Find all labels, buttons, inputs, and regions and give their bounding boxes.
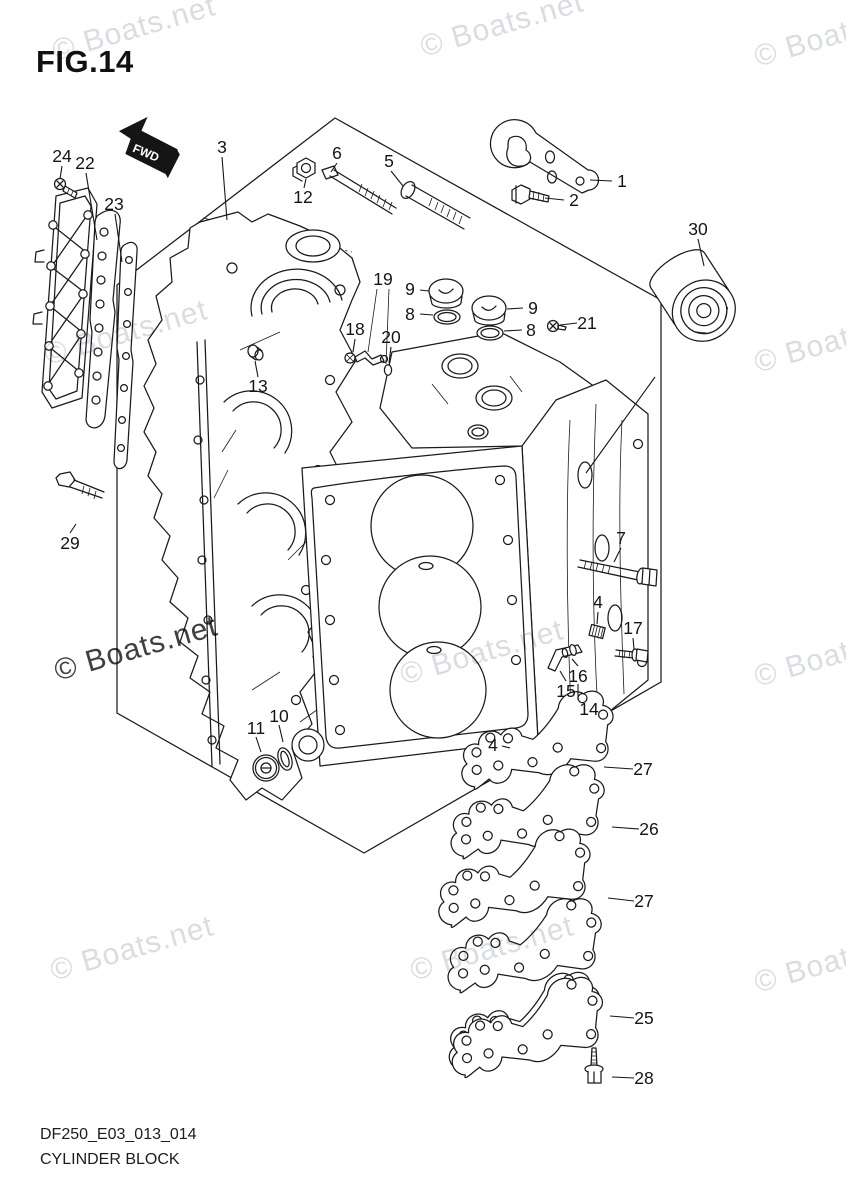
callout-9: 9 — [528, 298, 538, 318]
callout-25: 25 — [634, 1008, 653, 1028]
cylinder-bore — [389, 641, 487, 739]
oil-filter-30 — [649, 249, 736, 342]
cap-9-left — [428, 278, 464, 309]
callout-9: 9 — [405, 279, 415, 299]
stud-6 — [321, 165, 397, 215]
oring-8-right — [476, 325, 504, 341]
callout-4: 4 — [488, 735, 498, 755]
callout-21: 21 — [577, 313, 596, 333]
callout-7: 7 — [616, 528, 626, 548]
washer-10 — [277, 747, 293, 771]
callout-20: 20 — [381, 327, 401, 347]
plug-cap-11 — [252, 754, 280, 782]
callout-2: 2 — [569, 190, 579, 210]
callout-15: 15 — [556, 681, 575, 701]
gasket-23 — [85, 209, 138, 470]
cap-9-right — [471, 295, 507, 326]
callout-10: 10 — [269, 706, 289, 726]
bolt-24 — [53, 177, 78, 199]
callout-12: 12 — [293, 187, 312, 207]
callout-18: 18 — [345, 319, 364, 339]
bolt-7 — [577, 559, 658, 587]
callout-1: 1 — [617, 171, 627, 191]
leader-lines — [59, 156, 705, 1079]
callout-8: 8 — [405, 304, 415, 324]
dowel-4-upper — [588, 623, 606, 640]
oring-20 — [383, 364, 393, 376]
bolt-2 — [511, 184, 550, 205]
bolt-21 — [546, 319, 567, 333]
callout-28: 28 — [634, 1068, 653, 1088]
callout-27: 27 — [634, 891, 653, 911]
fwd-arrow-icon: FWD — [118, 116, 180, 179]
stud-5 — [400, 181, 471, 230]
dowel-13 — [247, 344, 264, 361]
callout-19: 19 — [373, 269, 392, 289]
callout-22: 22 — [75, 153, 94, 173]
bolt-29 — [55, 471, 105, 500]
sensor-bolt-18 — [344, 350, 389, 366]
callout-16: 16 — [568, 666, 587, 686]
callout-5: 5 — [384, 151, 394, 171]
callout-17: 17 — [623, 618, 642, 638]
callout-24: 24 — [52, 146, 72, 166]
callout-6: 6 — [332, 143, 342, 163]
bolt-17 — [614, 648, 649, 663]
bolt-28 — [584, 1047, 604, 1084]
anode-cover-22 — [32, 187, 98, 409]
cylinder-head-face — [301, 445, 539, 767]
callout-30: 30 — [688, 219, 708, 239]
callout-3: 3 — [217, 137, 227, 157]
callout-14: 14 — [579, 699, 599, 719]
callout-27: 27 — [633, 759, 652, 779]
mount-bracket-1 — [489, 119, 600, 194]
callout-13: 13 — [248, 376, 267, 396]
callout-4: 4 — [593, 592, 603, 612]
oil-jet-15-16 — [547, 644, 583, 672]
nut-12 — [292, 157, 316, 182]
oring-8-left — [433, 309, 461, 325]
callout-11: 11 — [247, 718, 265, 738]
crankcase-half — [143, 211, 361, 801]
callout-8: 8 — [526, 320, 536, 340]
callout-29: 29 — [60, 533, 79, 553]
callout-26: 26 — [639, 819, 658, 839]
callout-23: 23 — [104, 194, 123, 214]
